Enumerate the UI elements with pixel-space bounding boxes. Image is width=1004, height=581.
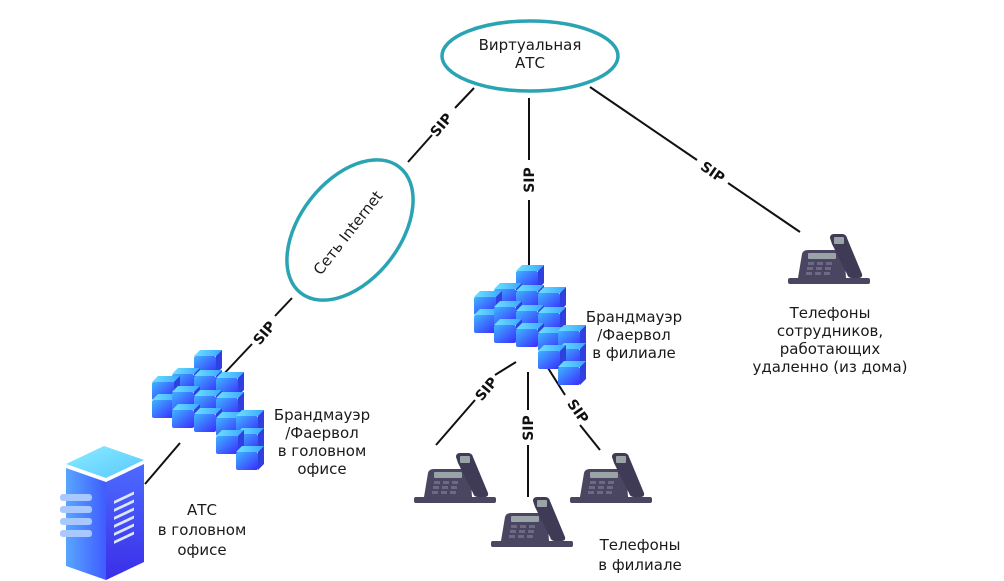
internet-ellipse	[285, 158, 415, 302]
virtual-pbx-label-line1: Виртуальная	[479, 36, 582, 54]
branch-phones-label: Телефоны в филиале	[598, 536, 682, 574]
remote-phones-label-line1: Телефоны	[789, 304, 871, 322]
firewall-branch-label-line2: /Фаервол	[597, 326, 671, 344]
virtual-pbx-label-line2: АТС	[515, 54, 545, 72]
firewall-branch-label-line3: в филиале	[592, 344, 676, 362]
server-icon	[60, 446, 144, 580]
sip-label-branch-phone3: SIP	[563, 397, 591, 427]
branch-desk-phone-icon-3	[570, 453, 652, 503]
link-vpbx-remote	[589, 86, 698, 161]
link-internet-head	[274, 297, 293, 317]
pbx-head-label: АТС в головном офисе	[158, 501, 247, 559]
link-head-pbx	[144, 442, 181, 485]
virtual-pbx-node: Виртуальная АТС	[440, 19, 620, 93]
internet-node: Сеть Internet	[285, 158, 415, 302]
link-vpbx-remote-2	[727, 182, 801, 233]
sip-label-vpbx-remote: SIP	[697, 159, 727, 187]
sip-label-vpbx-branch: SIP	[522, 167, 538, 193]
link-branch-phone1-2	[435, 399, 476, 446]
remote-desk-phone-icon	[788, 234, 870, 284]
remote-phones-label-line4: удаленно (из дома)	[752, 358, 907, 376]
firewall-branch-icon	[474, 265, 586, 385]
link-vpbx-internet	[454, 87, 475, 109]
firewall-head-label-line4: офисе	[297, 460, 346, 478]
remote-phones-label-line2: сотрудников,	[777, 322, 883, 340]
firewall-head-label: Брандмауэр /Фаервол в головном офисе	[274, 406, 370, 478]
sip-label-internet-head: SIP	[251, 318, 280, 348]
firewall-head-label-line2: /Фаервол	[285, 424, 359, 442]
link-branch-phone3	[547, 367, 566, 396]
virtual-pbx-ellipse	[440, 19, 620, 93]
sip-label-branch-phone2: SIP	[521, 415, 537, 441]
branch-phones-label-line2: в филиале	[598, 556, 682, 574]
firewall-branch-label: Брандмауэр /Фаервол в филиале	[586, 308, 682, 362]
firewall-head-label-line1: Брандмауэр	[274, 406, 370, 424]
firewall-head-icon	[152, 350, 264, 470]
firewall-head-label-line3: в головном	[278, 442, 367, 460]
remote-phones-label: Телефоны сотрудников, работающих удаленн…	[752, 304, 907, 376]
pbx-head-label-line1: АТС	[187, 501, 217, 519]
link-vpbx-internet-2	[407, 134, 433, 163]
sip-label-branch-phone1: SIP	[473, 374, 502, 404]
link-branch-phone3-2	[579, 424, 601, 451]
branch-phones-label-line1: Телефоны	[599, 536, 681, 554]
remote-phones-label-line3: работающих	[780, 340, 881, 358]
link-branch-phone1	[494, 361, 517, 376]
firewall-branch-label-line1: Брандмауэр	[586, 308, 682, 326]
branch-desk-phone-icon-2	[491, 497, 573, 547]
pbx-head-label-line2: в головном	[158, 521, 247, 539]
branch-desk-phone-icon-1	[414, 453, 496, 503]
pbx-head-label-line3: офисе	[177, 541, 226, 559]
